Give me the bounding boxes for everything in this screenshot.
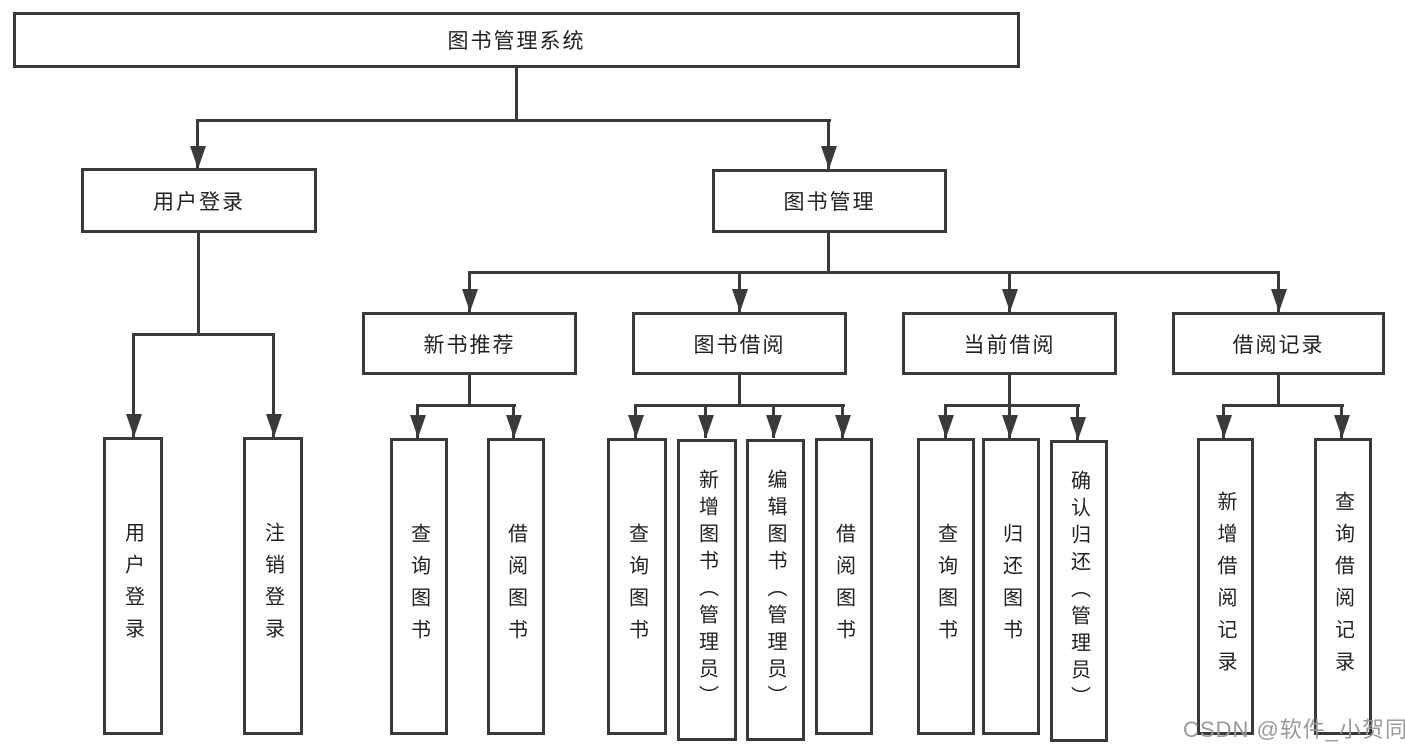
connector-user-login-hbar <box>132 333 275 336</box>
node-borrow-books-borrowing: 借阅图书 <box>815 438 873 735</box>
connector-book-management-stem <box>827 233 830 274</box>
connector-book-management-hbar <box>468 271 1280 274</box>
node-new-book-recommend: 新书推荐 <box>362 312 577 375</box>
node-borrowing-records: 借阅记录 <box>1172 312 1385 375</box>
node-query-borrow-record: 查询借阅记录 <box>1314 438 1372 735</box>
node-book-management: 图书管理 <box>712 169 947 233</box>
connector-new-book-stem <box>468 375 471 407</box>
node-edit-books-admin: 编辑图书（管理员） <box>746 439 805 741</box>
node-add-borrow-record: 新增借阅记录 <box>1197 438 1254 735</box>
connector-arrow-nb-query <box>416 404 419 438</box>
connector-records-hbar <box>1222 404 1344 407</box>
node-user-login: 用户登录 <box>81 168 317 233</box>
connector-new-book-hbar <box>416 404 516 407</box>
node-current-borrowing: 当前借阅 <box>902 312 1117 375</box>
connector-arrow-to-current-borrowing <box>1008 271 1011 312</box>
connector-arrow-cb-query <box>944 404 947 438</box>
connector-root-stem <box>515 68 518 121</box>
connector-user-login-stem <box>197 233 200 336</box>
node-query-books-recommend: 查询图书 <box>390 438 448 735</box>
node-query-books-borrowing: 查询图书 <box>607 438 667 735</box>
node-library-management-system: 图书管理系统 <box>13 12 1020 68</box>
connector-arrow-bb-borrow <box>841 404 844 438</box>
node-borrow-books-recommend: 借阅图书 <box>487 438 545 735</box>
connector-arrow-to-book-borrowing <box>738 271 741 312</box>
connector-arrow-bb-add <box>704 404 707 438</box>
node-query-books-current: 查询图书 <box>917 438 975 735</box>
connector-borrowing-stem <box>738 375 741 407</box>
connector-arrow-cb-confirm <box>1076 404 1079 440</box>
connector-arrow-to-borrowing-records <box>1277 271 1280 312</box>
node-user-login-leaf: 用户登录 <box>103 437 163 735</box>
connector-arrow-to-logout-leaf <box>272 333 275 437</box>
connector-current-hbar <box>944 404 1080 407</box>
connector-arrow-bb-query <box>634 404 637 438</box>
connector-arrow-cb-return <box>1008 404 1011 438</box>
node-book-borrowing: 图书借阅 <box>632 312 847 375</box>
connector-arrow-nb-borrow <box>512 404 515 438</box>
node-add-books-admin: 新增图书（管理员） <box>677 439 737 741</box>
connector-borrowing-hbar <box>634 404 845 407</box>
node-confirm-return-admin: 确认归还（管理员） <box>1050 440 1108 742</box>
connector-root-hbar <box>197 119 831 122</box>
connector-records-stem <box>1277 375 1280 407</box>
node-logout-leaf: 注销登录 <box>243 437 303 735</box>
connector-arrow-to-user-login-leaf <box>132 333 135 437</box>
csdn-watermark: CSDN @软件_小贺同学 <box>1183 717 1405 742</box>
connector-arrow-br-add <box>1222 404 1225 438</box>
connector-arrow-to-new-book-recommend <box>468 271 471 312</box>
connector-arrow-to-book-management <box>827 119 830 169</box>
connector-current-stem <box>1008 375 1011 407</box>
connector-arrow-to-user-login <box>196 119 199 169</box>
connector-arrow-br-query <box>1340 404 1343 438</box>
node-return-books: 归还图书 <box>982 438 1040 735</box>
connector-arrow-bb-edit <box>772 404 775 438</box>
